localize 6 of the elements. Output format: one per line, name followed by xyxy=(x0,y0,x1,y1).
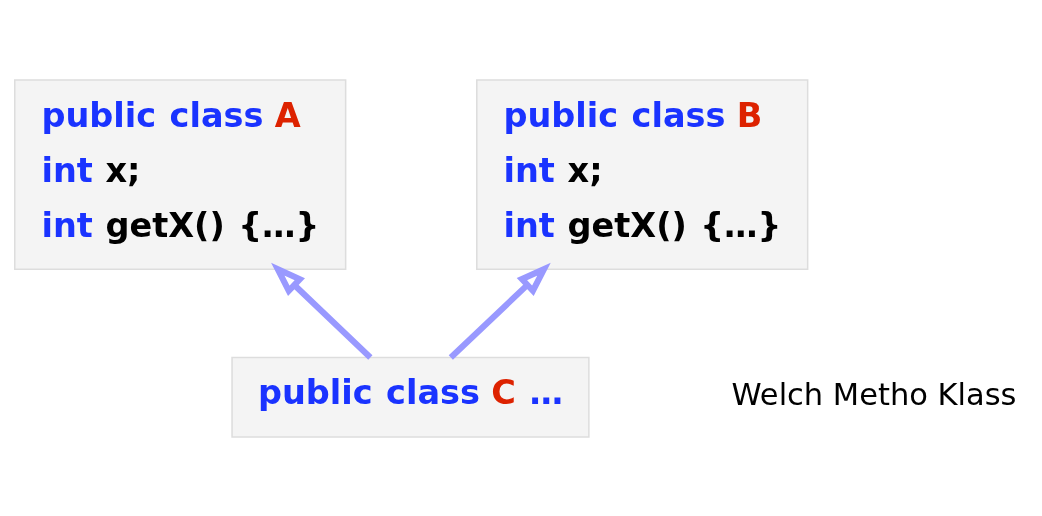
node-box: public class B int x; int getX() {…} xyxy=(476,78,809,270)
node-box: public class C … xyxy=(231,356,590,438)
node-box: public class A int x; int getX() {…} xyxy=(14,78,347,270)
arrow xyxy=(271,262,373,360)
arrow xyxy=(448,262,551,360)
label: Welch Metho Klass xyxy=(731,376,1017,412)
